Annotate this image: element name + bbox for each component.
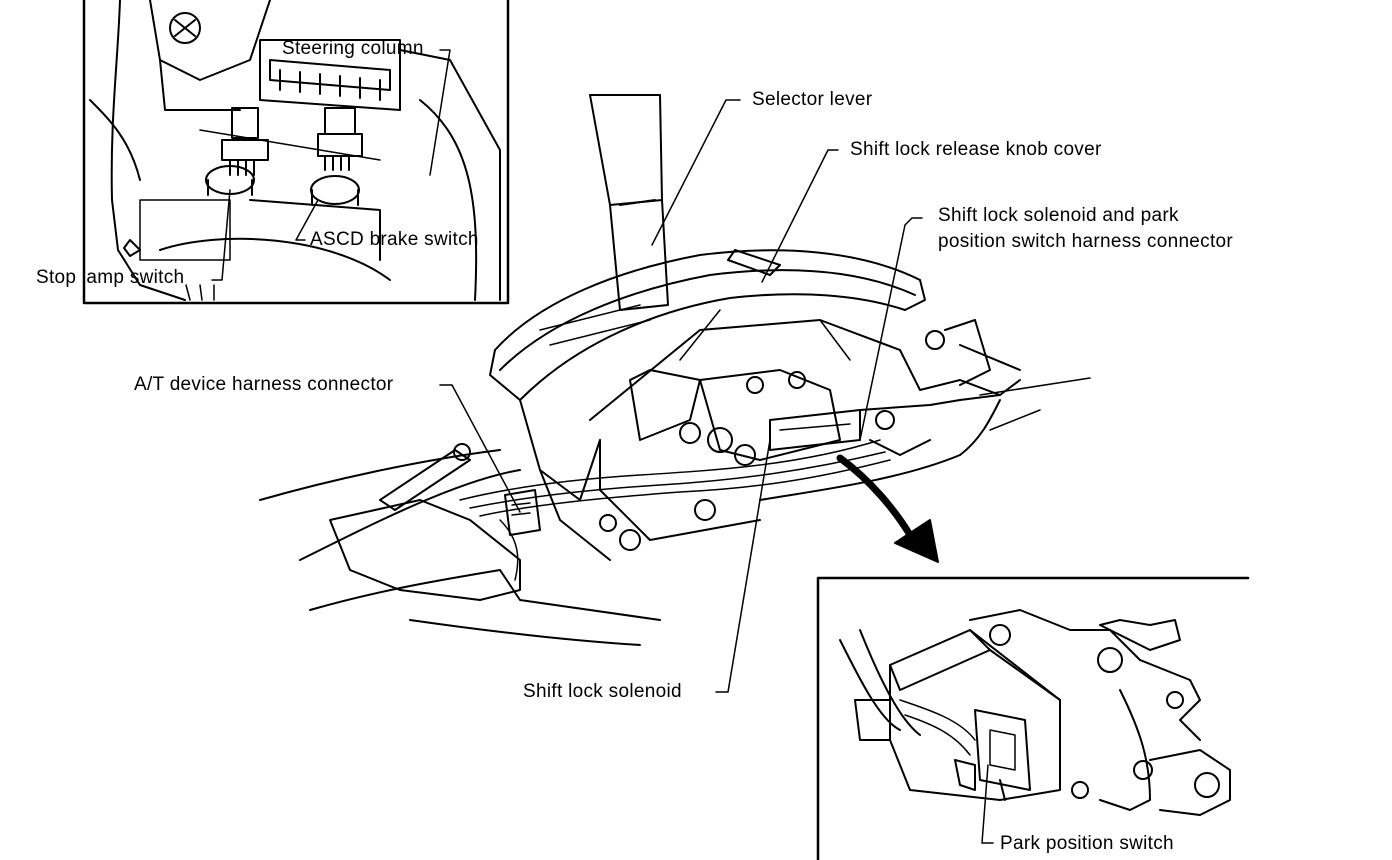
curved-arrow-icon: [836, 454, 939, 563]
label-shift-lock-solenoid: Shift lock solenoid: [523, 681, 682, 702]
label-at-device-harness-connector: A/T device harness connector: [134, 374, 394, 395]
label-steering-column: Steering column: [282, 38, 424, 59]
label-solenoid-connector-line2: position switch harness connector: [938, 231, 1234, 252]
label-park-position-switch: Park position switch: [1000, 833, 1174, 854]
inset-steering-column: [82, 0, 510, 305]
label-stop-lamp-switch: Stop lamp switch: [36, 267, 185, 288]
label-shift-lock-release-knob-cover: Shift lock release knob cover: [850, 139, 1102, 160]
inset-park-position-switch: [816, 576, 1250, 860]
label-solenoid-connector-line1: Shift lock solenoid and park: [938, 205, 1179, 226]
label-selector-lever: Selector lever: [752, 89, 873, 110]
main-shifter-assembly: [259, 94, 1091, 693]
label-ascd-brake-switch: ASCD brake switch: [310, 229, 479, 250]
